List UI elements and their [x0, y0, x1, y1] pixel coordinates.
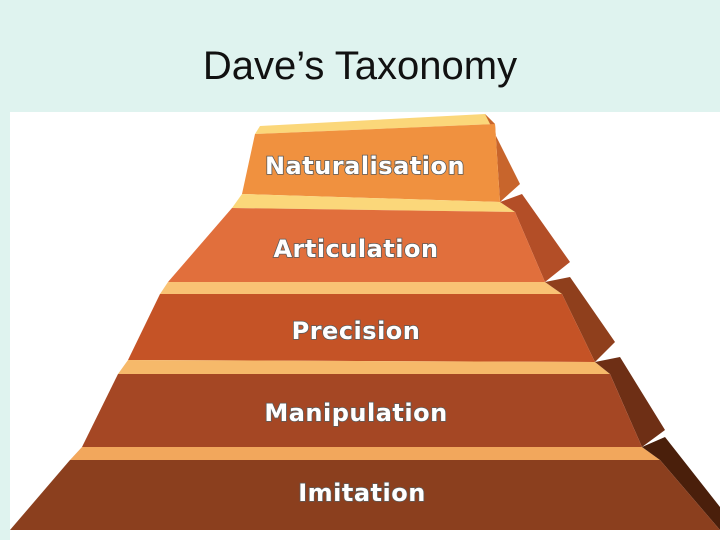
tier-label: Imitation — [298, 479, 426, 507]
tier-side-face — [545, 277, 615, 362]
tier-front-face — [10, 460, 720, 530]
taxonomy-pyramid: Naturalisation Articulation Precision Ma… — [10, 114, 720, 530]
tier-articulation: Articulation — [168, 194, 570, 282]
tier-label: Articulation — [273, 235, 438, 263]
tier-label: Precision — [292, 317, 421, 345]
tier-label: Manipulation — [264, 399, 447, 427]
tier-front-face — [168, 208, 545, 282]
pyramid-image-panel: Naturalisation Articulation Precision Ma… — [10, 112, 720, 540]
tier-side-face — [595, 357, 665, 447]
tier-top-face — [255, 114, 495, 134]
tier-top-face — [232, 194, 515, 212]
tier-naturalisation: Naturalisation — [242, 114, 520, 202]
tier-precision: Precision — [128, 277, 615, 362]
tier-side-face — [642, 437, 720, 530]
tier-manipulation: Manipulation — [82, 357, 665, 447]
tier-imitation: Imitation — [10, 437, 720, 530]
tier-front-face — [242, 124, 500, 202]
slide-title: Dave’s Taxonomy — [202, 44, 518, 88]
tier-top-face — [118, 360, 610, 374]
tier-front-face — [128, 294, 595, 362]
tier-top-face — [160, 282, 562, 294]
tier-side-face — [500, 194, 570, 282]
tier-side-face — [485, 114, 520, 202]
tier-front-face — [82, 374, 642, 447]
tier-top-face — [70, 447, 660, 460]
tier-label: Naturalisation — [265, 152, 465, 180]
